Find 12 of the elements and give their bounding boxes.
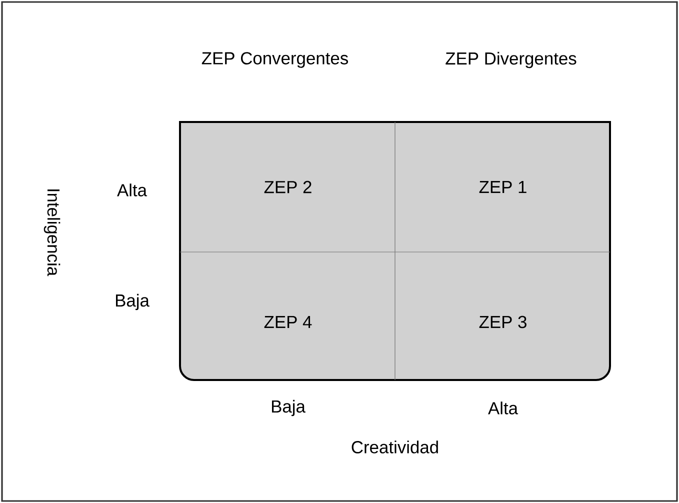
matrix-cell: ZEP 2 <box>264 180 312 194</box>
matrix-cell: ZEP 1 <box>479 181 526 193</box>
matrix-cell: ZEP 3 <box>479 316 526 328</box>
axis-label: ZEP Convergentes <box>202 52 348 68</box>
matrix-cell: ZEP 4 <box>264 316 312 328</box>
axis-label: Baja <box>272 400 306 416</box>
axis-label: Alta <box>117 184 148 196</box>
axis-label: ZEP Divergentes <box>446 52 576 68</box>
axis-label: Alta <box>488 402 518 414</box>
axis-label: Creatividad <box>352 440 438 454</box>
axis-label: Baja <box>116 294 150 310</box>
axis-label: Inteligencia <box>44 190 60 276</box>
